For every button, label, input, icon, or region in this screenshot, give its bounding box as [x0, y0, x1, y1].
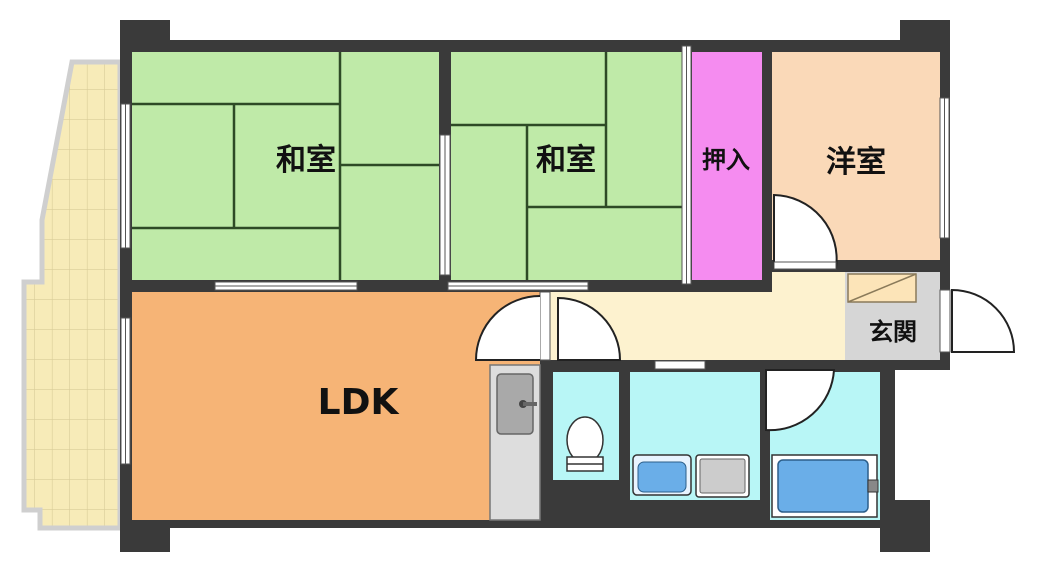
- label-genkan: 玄関: [869, 318, 917, 346]
- hallway: [550, 272, 845, 360]
- toilet: [566, 416, 604, 472]
- shoe-cabinet: [847, 273, 917, 303]
- room-washitsu-2: [451, 52, 684, 280]
- tatami-lines-2: [451, 52, 684, 280]
- label-oshiire: 押入: [702, 146, 750, 174]
- label-washitsu-2: 和室: [536, 143, 596, 178]
- balcony: [21, 59, 123, 531]
- bathtub: [771, 454, 879, 518]
- washbasin: [632, 454, 692, 496]
- pillar-bottom-right: [880, 500, 930, 552]
- washing-machine: [695, 454, 750, 498]
- swing-doors: [474, 193, 1016, 432]
- windows: [120, 97, 950, 465]
- label-youshitsu: 洋室: [826, 145, 886, 180]
- kitchen-counter: [489, 364, 541, 521]
- label-washitsu-1: 和室: [276, 143, 336, 178]
- tatami-lines-1: [132, 52, 439, 280]
- label-ldk: LDK: [318, 382, 400, 423]
- room-oshiire: [692, 52, 762, 280]
- sliding-doors: [214, 45, 706, 370]
- room-ldk: [132, 292, 540, 520]
